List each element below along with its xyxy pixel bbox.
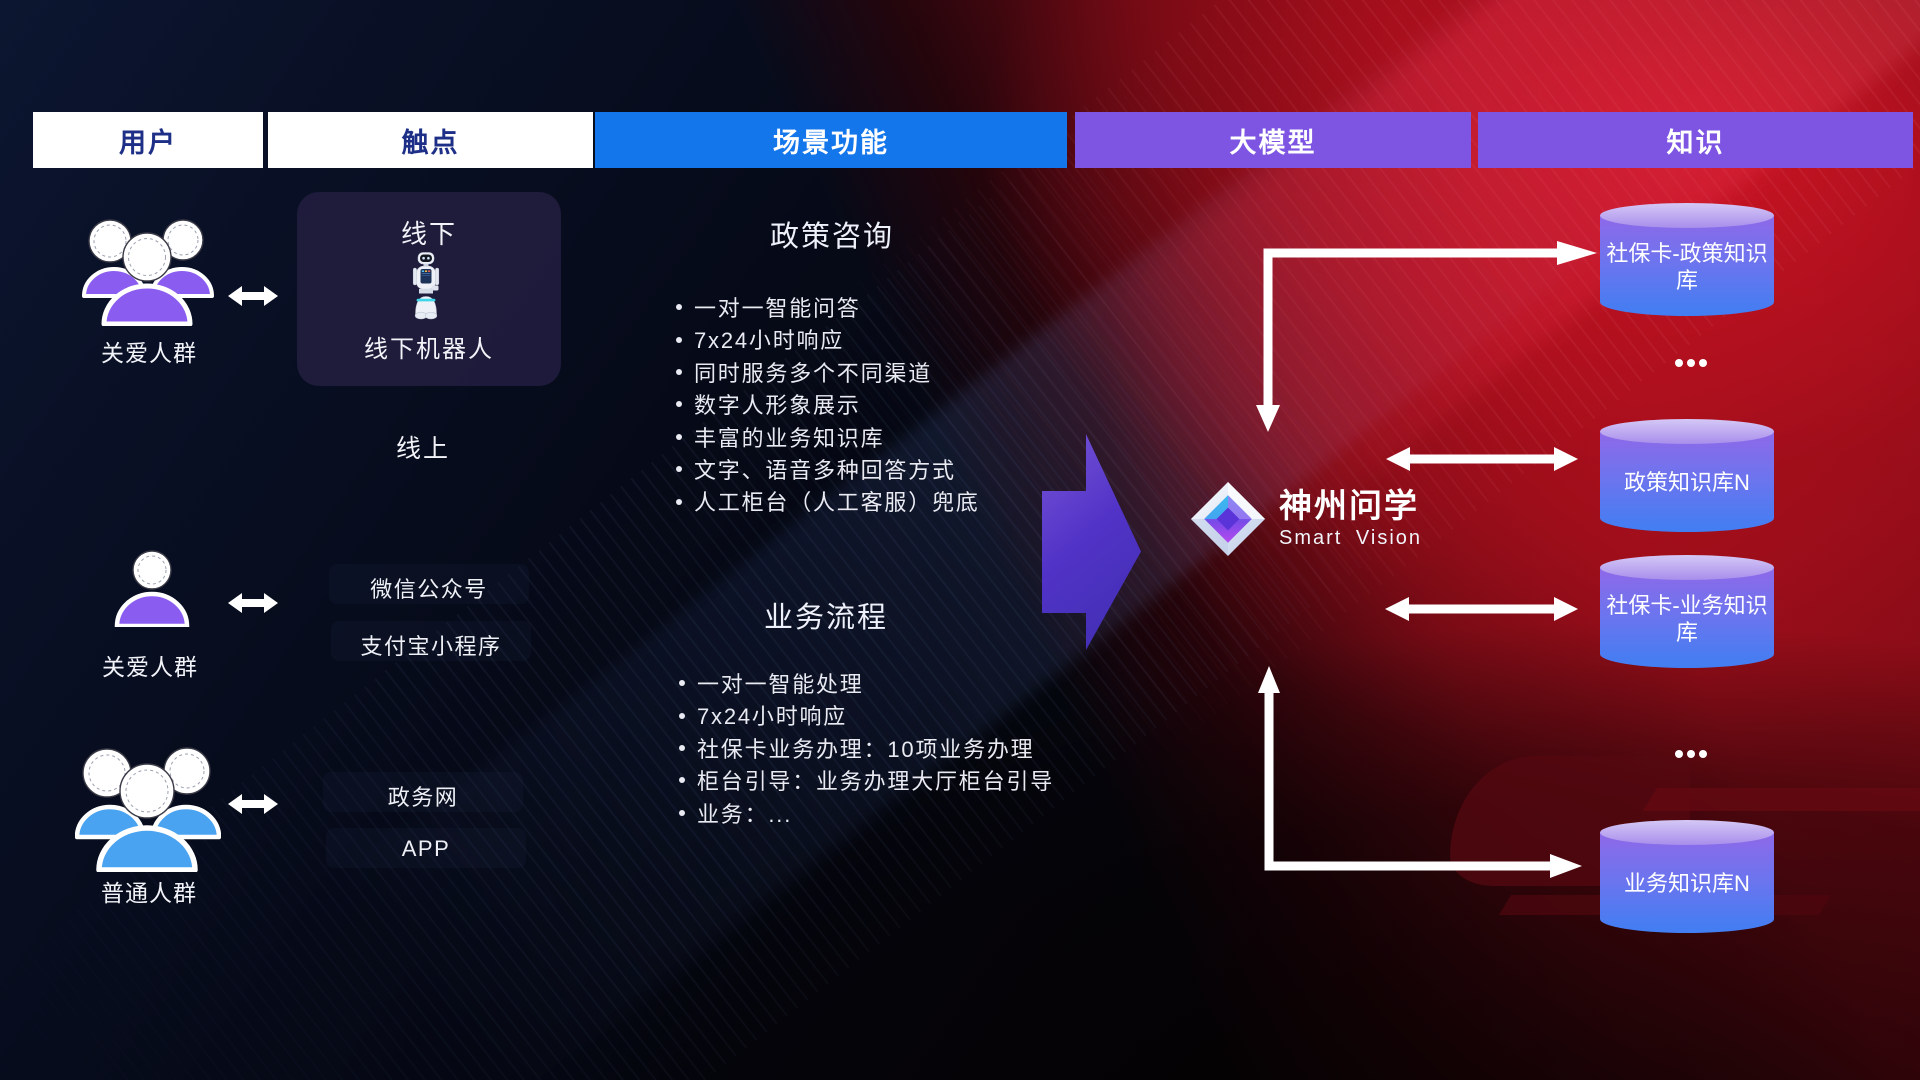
business-bullet-5-text: 业务：... <box>697 801 793 827</box>
database-cylinder-body <box>1600 215 1774 316</box>
database-cylinder-body <box>1600 567 1774 668</box>
database-policy-n-label: 政策知识库N <box>1624 470 1750 495</box>
user-group-3-label: 普通人群 <box>101 880 197 906</box>
bullet-dot-icon <box>676 466 682 473</box>
channel-app-label: APP <box>401 836 451 861</box>
column-header-knowledge-label: 知识 <box>1666 127 1725 158</box>
channel-chip-alipay <box>331 621 531 661</box>
business-bullet-list: 一对一智能处理 7x24小时响应 社保卡业务办理：10项业务办理 柜台引导：业务… <box>679 667 1054 829</box>
database-business-n: 业务知识库N <box>1600 820 1774 933</box>
business-bullet-5: 业务：... <box>679 797 1054 829</box>
offline-zone-label: 线下 <box>400 219 457 249</box>
database-cylinder-body <box>1600 431 1774 532</box>
column-header-users: 用户 <box>33 112 263 168</box>
database-policy-n: 政策知识库N <box>1600 419 1774 532</box>
user-group-2-label: 关爱人群 <box>102 654 198 680</box>
policy-bullet-1: 一对一智能问答 <box>676 291 980 323</box>
policy-bullet-4: 数字人形象展示 <box>676 388 980 420</box>
logo: 神州问学 Smart Vision <box>1189 481 1422 557</box>
database-business-shebao: 社保卡-业务知识库 <box>1600 555 1774 668</box>
user-single-purple-icon <box>114 550 190 627</box>
online-zone-label: 线上 <box>395 435 450 463</box>
channel-chip-govweb <box>323 772 523 812</box>
user-group-1-label: 关爱人群 <box>101 340 197 366</box>
policy-bullet-5-text: 丰富的业务知识库 <box>694 425 885 451</box>
column-header-touchpoints-label: 触点 <box>401 127 460 158</box>
policy-bullet-3: 同时服务多个不同渠道 <box>676 356 980 388</box>
business-bullet-2-text: 7x24小时响应 <box>697 704 848 730</box>
offline-panel: 线下 线下机器人 <box>297 192 561 386</box>
column-header-touchpoints: 触点 <box>268 112 593 168</box>
channel-govweb-label: 政务网 <box>387 785 459 810</box>
user-group-blue-icon <box>75 747 221 872</box>
business-bullet-4: 柜台引导：业务办理大厅柜台引导 <box>679 764 1054 796</box>
flow-arrow <box>1042 434 1141 650</box>
database-cylinder-cap <box>1600 555 1774 580</box>
column-header-scenes: 场景功能 <box>595 112 1067 168</box>
exchange-arrow-1 <box>228 286 278 306</box>
policy-bullet-6: 文字、语音多种回答方式 <box>676 453 980 485</box>
bullet-dot-icon <box>679 809 685 816</box>
bullet-dot-icon <box>676 401 682 408</box>
logo-text: 神州问学 Smart Vision <box>1279 481 1422 557</box>
business-bullet-1-text: 一对一智能处理 <box>697 672 864 697</box>
bullet-dot-icon <box>679 680 685 687</box>
policy-bullet-4-text: 数字人形象展示 <box>694 393 861 419</box>
column-header-knowledge: 知识 <box>1478 112 1913 168</box>
bullet-dot-icon <box>676 304 682 311</box>
database-policy-shebao: 社保卡-政策知识库 <box>1600 203 1774 316</box>
column-header-users-label: 用户 <box>119 127 177 158</box>
policy-bullet-2: 7x24小时响应 <box>676 323 980 355</box>
database-business-shebao-label: 社保卡-业务知识库 <box>1606 592 1768 645</box>
business-bullet-3: 社保卡业务办理：10项业务办理 <box>679 732 1054 764</box>
database-cylinder-cap <box>1600 820 1774 845</box>
user-group-purple-icon <box>82 219 214 326</box>
database-cylinder-cap <box>1600 419 1774 444</box>
bullet-dot-icon <box>679 777 685 784</box>
bullet-dot-icon <box>679 712 685 719</box>
logo-subtitle: Smart Vision <box>1279 527 1423 549</box>
business-bullet-2: 7x24小时响应 <box>679 699 1054 731</box>
channel-chip-app <box>326 828 526 868</box>
policy-bullet-1-text: 一对一智能问答 <box>694 296 861 321</box>
policy-bullet-list: 一对一智能问答 7x24小时响应 同时服务多个不同渠道 数字人形象展示 丰富的业… <box>676 291 980 518</box>
business-bullet-1: 一对一智能处理 <box>679 667 1054 699</box>
database-business-n-label: 业务知识库N <box>1624 871 1750 896</box>
channel-wechat-label: 微信公众号 <box>370 577 488 602</box>
exchange-arrow-2 <box>228 593 278 613</box>
policy-bullet-6-text: 文字、语音多种回答方式 <box>694 457 956 483</box>
channel-alipay-label: 支付宝小程序 <box>360 634 502 659</box>
policy-bullet-2-text: 7x24小时响应 <box>694 328 845 354</box>
offline-device-label: 线下机器人 <box>364 336 494 363</box>
column-header-model-label: 大模型 <box>1229 127 1317 158</box>
bullet-dot-icon <box>676 368 682 375</box>
scene-title-policy: 政策咨询 <box>769 221 894 253</box>
channel-chip-wechat <box>329 564 529 604</box>
ellipsis-icon-2 <box>1675 750 1707 758</box>
database-cylinder-body <box>1600 832 1774 933</box>
database-policy-shebao-label: 社保卡-政策知识库 <box>1606 240 1768 293</box>
bullet-dot-icon <box>676 433 682 440</box>
database-cylinder-cap <box>1600 203 1774 228</box>
robot-icon <box>412 252 440 320</box>
exchange-arrow-3 <box>228 794 278 814</box>
business-bullet-3-text: 社保卡业务办理：10项业务办理 <box>697 736 1035 762</box>
scene-title-business: 业务流程 <box>763 602 888 634</box>
column-header-scenes-label: 场景功能 <box>773 127 889 158</box>
bullet-dot-icon <box>676 336 682 343</box>
ellipsis-icon-1 <box>1675 359 1707 367</box>
business-bullet-4-text: 柜台引导：业务办理大厅柜台引导 <box>697 769 1055 795</box>
logo-diamond-icon <box>1190 481 1266 557</box>
column-header-model: 大模型 <box>1075 112 1471 168</box>
bullet-dot-icon <box>679 744 685 751</box>
policy-bullet-7-text: 人工柜台（人工客服）兜底 <box>694 490 980 516</box>
logo-name: 神州问学 <box>1279 487 1419 524</box>
bullet-dot-icon <box>676 498 682 505</box>
policy-bullet-7: 人工柜台（人工客服）兜底 <box>676 485 980 517</box>
policy-bullet-3-text: 同时服务多个不同渠道 <box>694 360 933 386</box>
policy-bullet-5: 丰富的业务知识库 <box>676 421 980 453</box>
